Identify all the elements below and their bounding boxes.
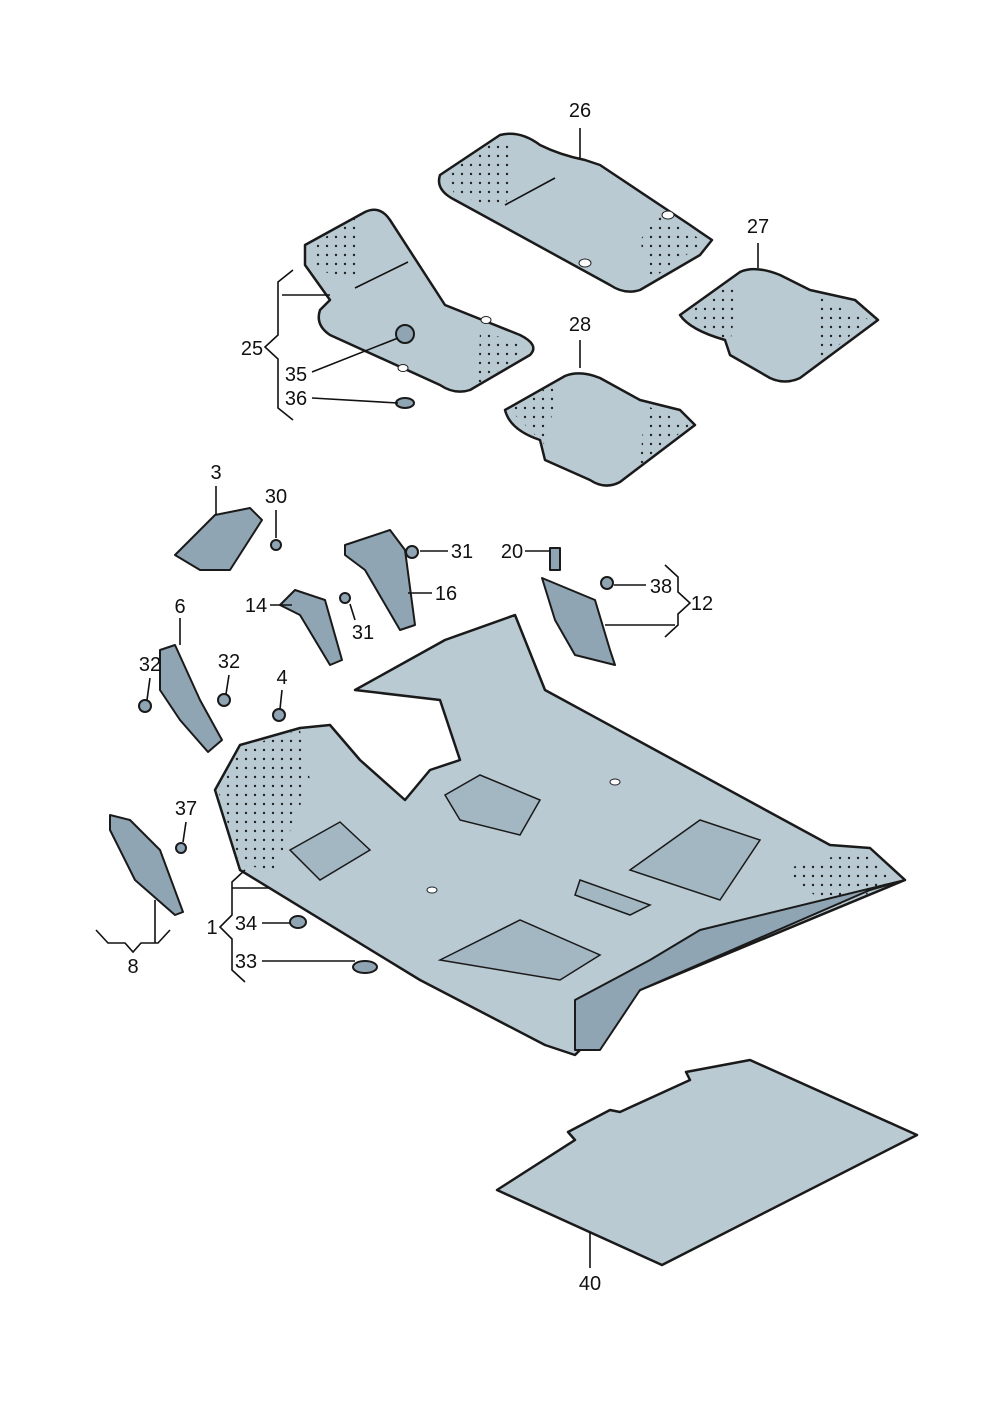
callout-26: 26: [569, 100, 591, 122]
fastener-35: [395, 324, 415, 344]
nut-32a: [138, 699, 152, 713]
callout-36: 36: [285, 388, 307, 410]
screw-37: [175, 842, 187, 854]
clip-20: [549, 547, 561, 571]
callout-40: 40: [579, 1273, 601, 1295]
callout-16: 16: [435, 583, 457, 605]
part-6[interactable]: [138, 644, 286, 753]
callout-6: 6: [174, 596, 185, 618]
callout-34: 34: [235, 913, 257, 935]
fastener-36: [395, 397, 415, 409]
screw-38: [600, 576, 614, 590]
callout-27: 27: [747, 216, 769, 238]
callout-4: 4: [276, 667, 287, 689]
callout-1: 1: [206, 917, 217, 939]
callout-14: 14: [245, 595, 267, 617]
callout-33: 33: [235, 951, 257, 973]
callout-37: 37: [175, 798, 197, 820]
nut-31b: [339, 592, 351, 604]
part-16[interactable]: [344, 529, 419, 631]
callout-30: 30: [265, 486, 287, 508]
callout-32a: 32: [139, 654, 161, 676]
callout-20: 20: [501, 541, 523, 563]
clip-4: [272, 708, 286, 722]
callout-12: 12: [691, 593, 713, 615]
floor-carpet-1[interactable]: [213, 613, 907, 1057]
trunk-mat-40[interactable]: [495, 1058, 919, 1267]
callout-3: 3: [210, 462, 221, 484]
callout-25: 25: [241, 338, 263, 360]
floor-mat-26[interactable]: [437, 132, 714, 293]
fastener-33: [352, 960, 378, 974]
floor-mat-28[interactable]: [503, 372, 697, 487]
part-14[interactable]: [279, 589, 351, 666]
callout-31b: 31: [352, 622, 374, 644]
part-8[interactable]: [109, 814, 187, 916]
callout-31: 31: [451, 541, 473, 563]
callout-38: 38: [650, 576, 672, 598]
callout-labels: 26 27 28 25 35 36 3 30 31 20 38 12 16 14…: [127, 100, 769, 1295]
callout-32b: 32: [218, 651, 240, 673]
part-3[interactable]: [174, 507, 282, 571]
floor-mat-27[interactable]: [678, 267, 880, 383]
leader-lines: [95, 128, 759, 1268]
part-12[interactable]: [541, 547, 616, 666]
callout-28: 28: [569, 314, 591, 336]
callout-35: 35: [285, 364, 307, 386]
nut-32b: [217, 693, 231, 707]
screw-30: [270, 539, 282, 551]
nut-31: [405, 545, 419, 559]
callout-8: 8: [127, 956, 138, 978]
fastener-34: [289, 915, 307, 929]
floor-mat-25[interactable]: [303, 208, 535, 409]
